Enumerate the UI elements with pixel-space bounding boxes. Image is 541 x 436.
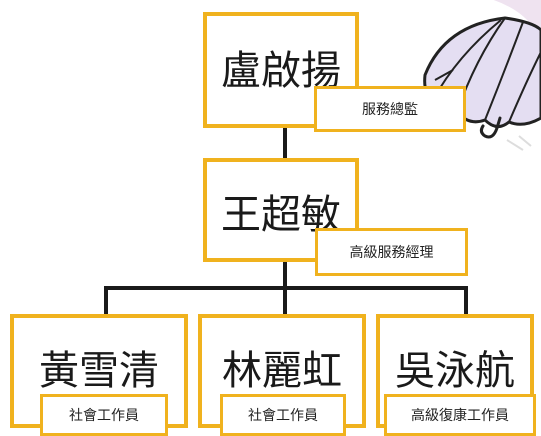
- connector-middle-down: [283, 262, 287, 288]
- node-name: 黃雪清: [39, 348, 159, 394]
- node-title: 社會工作員: [220, 394, 346, 436]
- node-title: 服務總監: [314, 86, 466, 132]
- node-name: 林麗虹: [222, 348, 342, 394]
- node-title: 高級復康工作員: [384, 394, 536, 436]
- node-title: 高級服務經理: [315, 228, 468, 276]
- connector-top-to-middle: [283, 124, 287, 164]
- node-title: 社會工作員: [40, 394, 168, 436]
- org-node-director: 盧啟揚: [203, 12, 359, 128]
- connector-staff-1: [104, 286, 108, 316]
- org-node-manager: 王超敏: [203, 158, 359, 262]
- connector-staff-3: [464, 286, 468, 316]
- connector-staff-2: [283, 286, 287, 316]
- umbrella-icon: [423, 0, 541, 151]
- node-name: 吳泳航: [395, 348, 515, 394]
